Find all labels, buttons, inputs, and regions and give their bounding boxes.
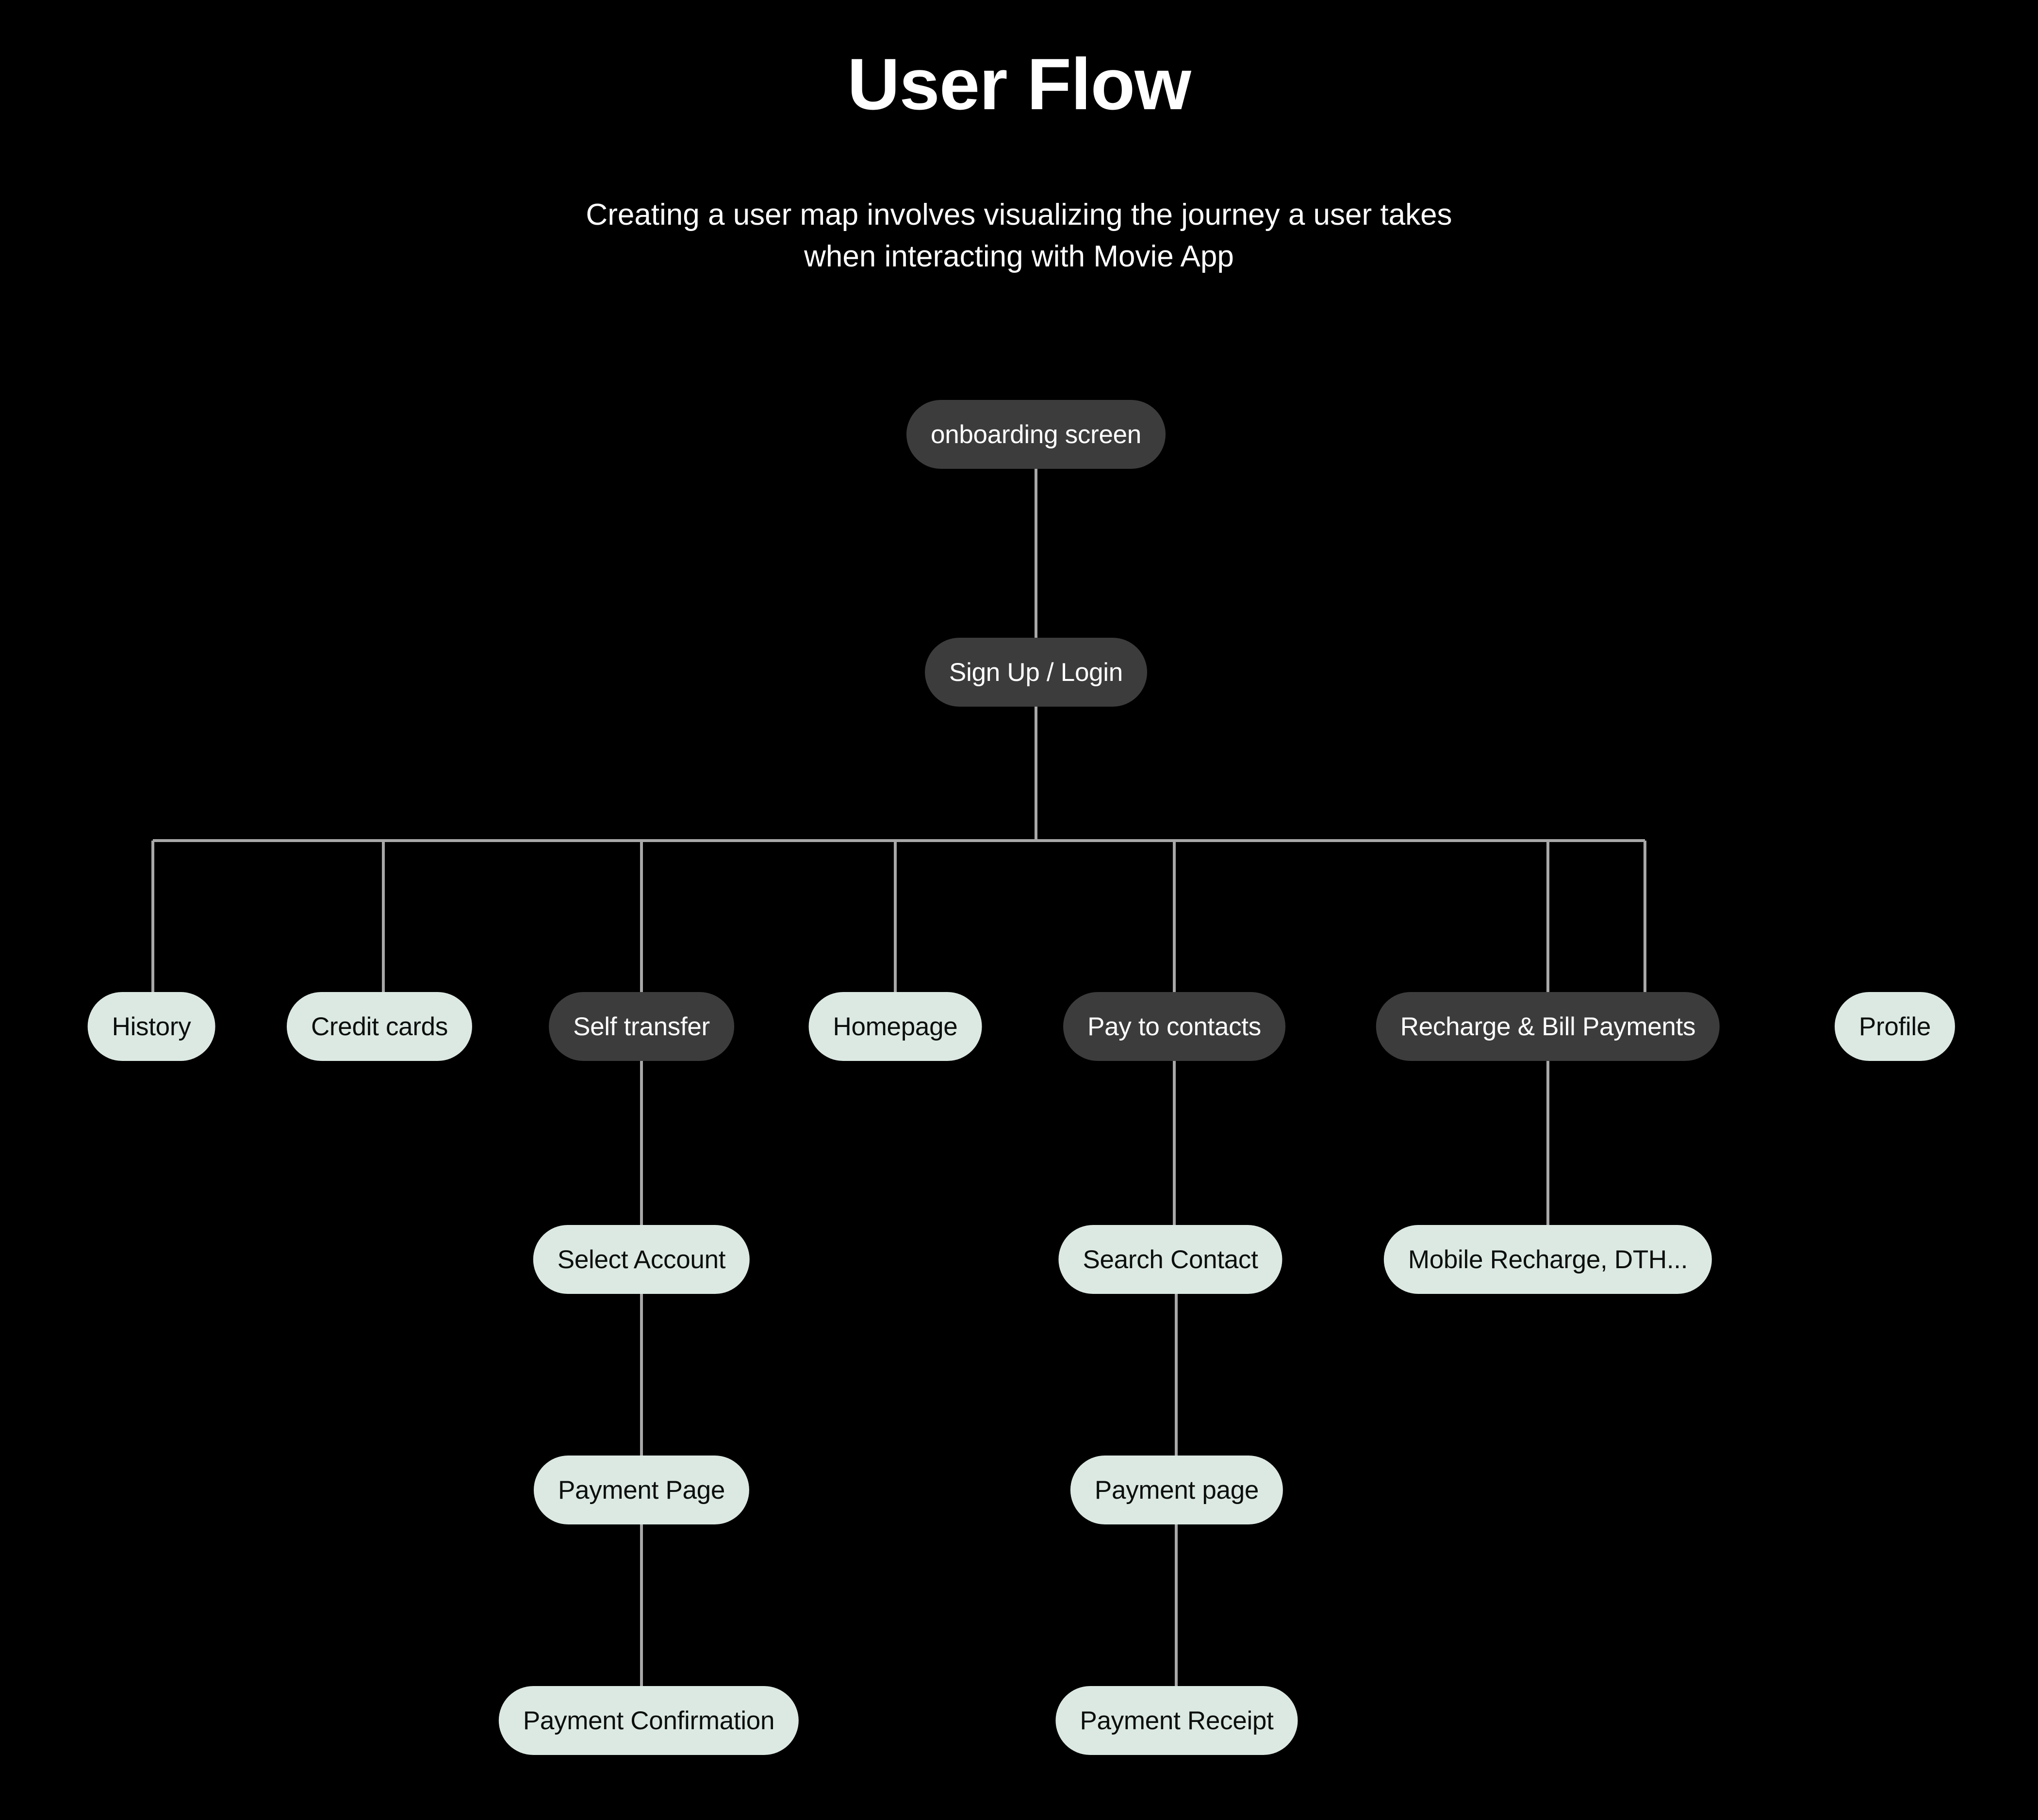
flow-node-credit-cards[interactable]: Credit cards xyxy=(286,992,473,1061)
flow-node-label: Homepage xyxy=(833,1012,958,1041)
flow-node-label: Mobile Recharge, DTH... xyxy=(1408,1245,1688,1274)
flow-node-label: Select Account xyxy=(557,1245,726,1274)
flow-node-label: Payment Receipt xyxy=(1080,1706,1274,1735)
page-title: User Flow xyxy=(847,43,1191,125)
flow-node-label: Payment Page xyxy=(558,1475,725,1505)
flow-node-select-account[interactable]: Select Account xyxy=(533,1225,750,1294)
flow-node-recharge-bill[interactable]: Recharge & Bill Payments xyxy=(1376,992,1720,1061)
flow-node-signup-login[interactable]: Sign Up / Login xyxy=(925,638,1147,707)
flow-node-label: Recharge & Bill Payments xyxy=(1400,1012,1696,1041)
flow-node-label: Payment page xyxy=(1094,1475,1259,1505)
flow-node-self-transfer[interactable]: Self transfer xyxy=(549,992,734,1061)
flow-node-search-contact[interactable]: Search Contact xyxy=(1058,1225,1282,1294)
flow-node-onboarding[interactable]: onboarding screen xyxy=(906,400,1166,469)
flow-node-label: Profile xyxy=(1858,1012,1931,1041)
flow-node-history[interactable]: History xyxy=(87,992,215,1061)
subtitle-line-2: when interacting with Movie App xyxy=(804,239,1234,273)
flow-node-payment-receipt[interactable]: Payment Receipt xyxy=(1055,1686,1298,1755)
flow-node-profile[interactable]: Profile xyxy=(1834,992,1956,1061)
flow-node-label: Credit cards xyxy=(311,1012,448,1041)
flow-node-pay-to-contacts[interactable]: Pay to contacts xyxy=(1063,992,1285,1061)
flow-node-label: Pay to contacts xyxy=(1087,1012,1261,1041)
flow-node-mobile-recharge[interactable]: Mobile Recharge, DTH... xyxy=(1383,1225,1712,1294)
flow-node-label: Sign Up / Login xyxy=(949,658,1123,687)
flow-node-label: onboarding screen xyxy=(931,420,1141,449)
flow-node-label: Self transfer xyxy=(573,1012,710,1041)
flow-node-payment-confirmation[interactable]: Payment Confirmation xyxy=(498,1686,799,1755)
flow-node-homepage[interactable]: Homepage xyxy=(808,992,982,1061)
subtitle-line-1: Creating a user map involves visualizing… xyxy=(586,198,1452,232)
flow-node-payment-page-right[interactable]: Payment page xyxy=(1070,1456,1283,1524)
flow-node-label: Search Contact xyxy=(1083,1245,1258,1274)
flow-node-label: History xyxy=(112,1012,191,1041)
page-subtitle: Creating a user map involves visualizing… xyxy=(0,194,2038,277)
flow-node-label: Payment Confirmation xyxy=(523,1706,775,1735)
flow-node-payment-page-left[interactable]: Payment Page xyxy=(533,1456,750,1524)
